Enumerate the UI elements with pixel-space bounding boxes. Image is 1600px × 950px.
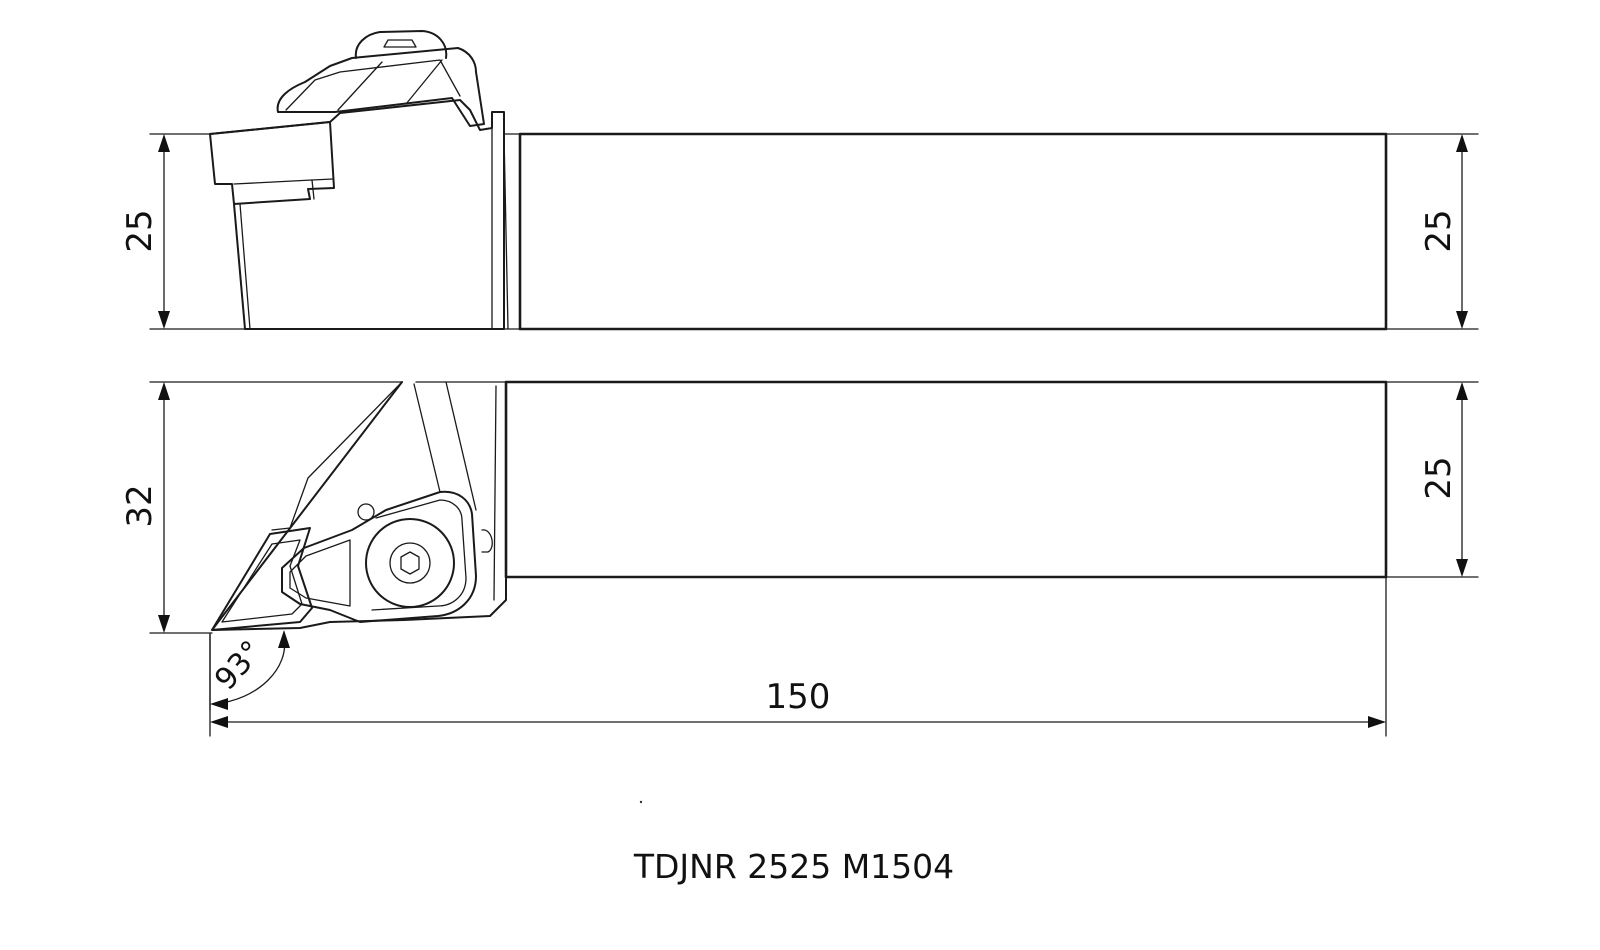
top-view-height-left-label: 25 (120, 209, 160, 252)
top-view-insert (209, 121, 335, 205)
side-view: 32 25 150 93° (120, 380, 1479, 737)
side-view-shank (504, 380, 1388, 579)
top-view-head (209, 99, 505, 330)
stray-mark (639, 800, 643, 804)
side-view-clamp-screw (365, 518, 455, 608)
side-view-insert (211, 527, 313, 631)
top-view-shank (518, 132, 1388, 331)
top-view-clamp-screw (354, 30, 448, 59)
side-view-height-left-label: 32 (120, 484, 160, 527)
side-view-height-right-label: 25 (1419, 456, 1459, 499)
top-view: 25 25 (120, 30, 1479, 331)
approach-angle-label: 93° (208, 634, 270, 697)
overall-length-label: 150 (766, 677, 831, 717)
top-view-height-right-label: 25 (1419, 209, 1459, 252)
top-view-clamp (276, 47, 485, 127)
drawing-title: TDJNR 2525 M1504 (633, 847, 954, 886)
side-view-clamp (281, 490, 477, 623)
